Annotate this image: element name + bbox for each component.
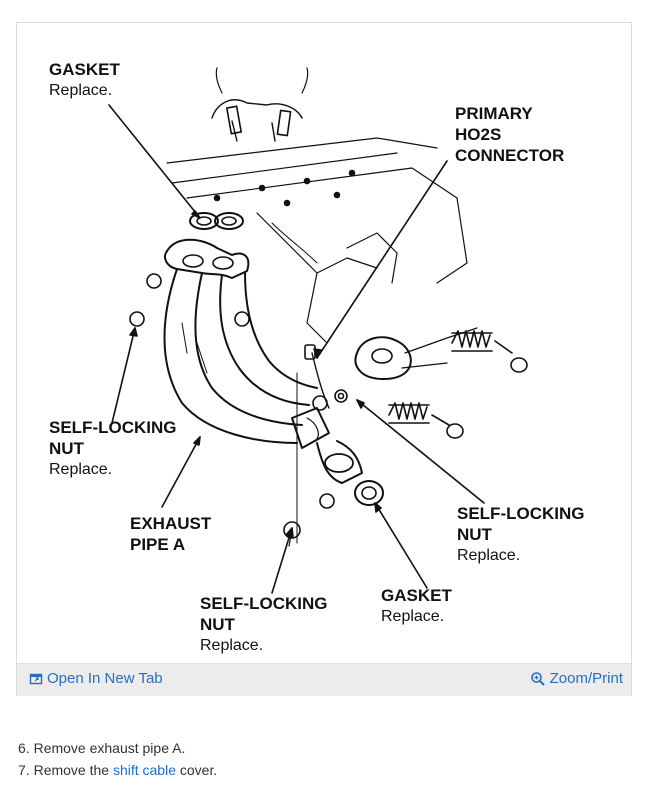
label-gasket-bottom-sub: Replace.: [381, 608, 445, 625]
image-toolbar: Open In New Tab Zoom/Print: [17, 663, 631, 696]
label-nut-left: SELF-LOCKING NUT Replace.: [49, 417, 177, 480]
step-7-text-pre: Remove the: [33, 762, 113, 778]
label-nut-right-l2: NUT: [457, 525, 492, 544]
label-nut-left-l1: SELF-LOCKING: [49, 418, 177, 437]
label-nut-right: SELF-LOCKING NUT Replace.: [457, 503, 585, 566]
label-nut-left-l2: NUT: [49, 439, 84, 458]
label-nut-right-l1: SELF-LOCKING: [457, 504, 585, 523]
step-7-text-post: cover.: [176, 762, 218, 778]
label-nut-bottom-l2: NUT: [200, 615, 235, 634]
label-exhaust-pipe-l2: PIPE A: [130, 535, 186, 554]
zoom-print-link[interactable]: Zoom/Print: [530, 670, 623, 687]
label-gasket-bottom-title: GASKET: [381, 586, 452, 605]
step-6-number: 6.: [18, 740, 30, 756]
label-nut-left-sub: Replace.: [49, 461, 113, 478]
new-tab-icon: [29, 673, 43, 684]
figure-frame: GASKET Replace. PRIMARY HO2S CONNECTOR S…: [16, 22, 632, 696]
label-gasket-top-title: GASKET: [49, 60, 120, 79]
label-gasket-top: GASKET Replace.: [49, 59, 120, 101]
label-primary-ho2s-l2: HO2S: [455, 125, 502, 144]
step-7-number: 7.: [18, 762, 30, 778]
instruction-steps: 6. Remove exhaust pipe A. 7. Remove the …: [18, 737, 217, 781]
open-in-new-tab-label: Open In New Tab: [47, 670, 163, 687]
label-exhaust-pipe: EXHAUST PIPE A: [130, 513, 211, 555]
open-in-new-tab-link[interactable]: Open In New Tab: [29, 670, 163, 687]
label-primary-ho2s-l3: CONNECTOR: [455, 146, 565, 165]
step-7: 7. Remove the shift cable cover.: [18, 759, 217, 781]
shift-cable-link[interactable]: shift cable: [112, 762, 176, 778]
zoom-icon: [530, 671, 545, 686]
label-nut-right-sub: Replace.: [457, 547, 521, 564]
label-exhaust-pipe-l1: EXHAUST: [130, 514, 212, 533]
step-6: 6. Remove exhaust pipe A.: [18, 737, 217, 759]
label-gasket-top-sub: Replace.: [49, 82, 113, 99]
label-primary-ho2s-l1: PRIMARY: [455, 104, 533, 123]
exhaust-diagram: GASKET Replace. PRIMARY HO2S CONNECTOR S…: [17, 23, 631, 663]
label-primary-ho2s: PRIMARY HO2S CONNECTOR: [455, 103, 564, 166]
label-gasket-bottom: GASKET Replace.: [381, 585, 452, 627]
label-nut-bottom: SELF-LOCKING NUT Replace.: [200, 593, 328, 656]
exhaust-diagram-drawing: [108, 67, 528, 594]
label-nut-bottom-sub: Replace.: [200, 637, 264, 654]
step-6-text: Remove exhaust pipe A.: [33, 740, 186, 756]
zoom-print-label: Zoom/Print: [549, 670, 623, 687]
label-nut-bottom-l1: SELF-LOCKING: [200, 594, 328, 613]
